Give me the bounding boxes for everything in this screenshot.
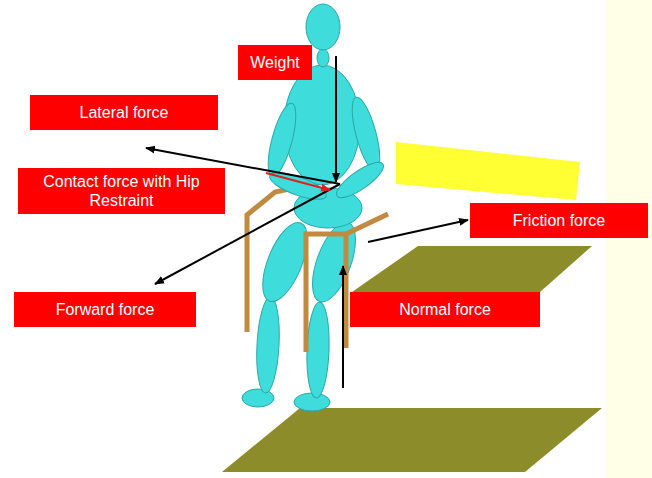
force-label-box: Friction force xyxy=(470,203,648,238)
hip-restraint-frame xyxy=(306,214,388,352)
force-label: Contact force with Hip Restraint xyxy=(40,172,203,210)
force-label-box: Weight xyxy=(238,45,312,80)
force-label: Friction force xyxy=(513,211,605,230)
force-label-box: Forward force xyxy=(14,292,196,327)
force-label: Normal force xyxy=(399,300,491,319)
backrest xyxy=(396,142,580,200)
page-border xyxy=(606,0,652,478)
force-label: Lateral force xyxy=(80,103,169,122)
force-label-box: Normal force xyxy=(350,292,540,327)
seat-plane xyxy=(352,246,592,292)
floor-plane xyxy=(222,408,602,472)
contact-force-vector xyxy=(266,173,330,190)
mannequin xyxy=(242,4,388,411)
force-label-box: Lateral force xyxy=(30,95,218,130)
force-label-box: Contact force with Hip Restraint xyxy=(18,168,225,214)
force-label: Forward force xyxy=(56,300,155,319)
force-label: Weight xyxy=(250,53,300,72)
